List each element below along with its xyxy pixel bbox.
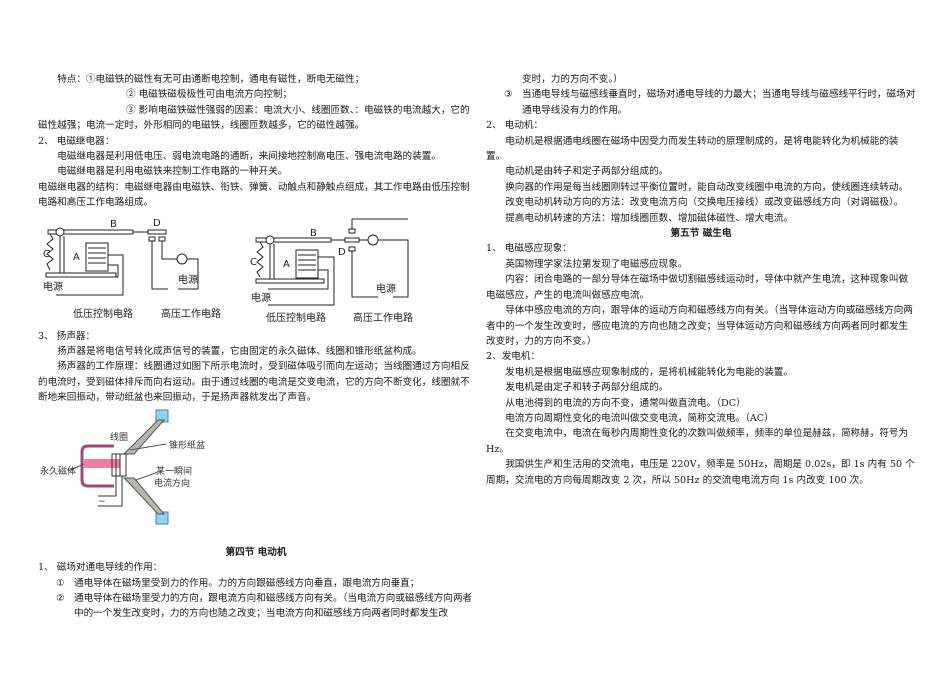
features-label: 特点： <box>57 74 86 85</box>
relay1-power-right: 电源 <box>178 273 198 286</box>
speaker-diagram-figure: 线圈 锥形纸盆 永久磁体 某一瞬间 电流方向 ~ <box>38 406 474 531</box>
generator-title: 2、发电机： <box>486 351 541 363</box>
relay-paragraph-3: 电磁继电器的结构：电磁继电器由电磁铁、衔铁、弹簧、动触点和静触点组成，其工作电路… <box>38 181 470 209</box>
relay2-label-c: C <box>250 257 257 268</box>
features-item-3: ③ 影响电磁铁磁性强弱的因素：电流大小、线圈匝数、：电磁铁的电流越大，它的磁性越… <box>38 104 470 132</box>
force-item-2: ② 通电导体在磁场里受力的方向，跟电流方向和磁感线方向有关。（当电流方向或磁感线… <box>56 592 473 620</box>
features-item-2: ② 电磁铁磁极极性可由电流方向控制； <box>126 89 293 101</box>
generator-paragraph-2: 发电机是由定子和转子两部分组成的。 <box>505 382 669 394</box>
force-item-2-continued: 变时，力的方向不变。） <box>522 74 623 85</box>
motor-paragraph-4: 改变电动机转动方向的方法：改变电流方向（交换电压接线）或改变磁感线方向（对调磁极… <box>505 197 904 209</box>
speaker-paragraph-1: 扬声器是将电信号转化成声信号的装置，它由固定的永久磁体、线圈和锥形纸盆构成。 <box>57 346 422 358</box>
induction-paragraph-3: 导体中感应电流的方向，跟导体的运动方向和磁感线方向有关。（当导体运动方向或磁感线… <box>486 305 913 347</box>
speaker-current-label-2: 电流方向 <box>154 477 190 489</box>
motor-paragraph-2: 电动机是由转子和定子两部分组成的。 <box>505 166 669 178</box>
generator-paragraph-3: 从电池得到的电流的方向不变，通常叫做直流电。（DC） <box>505 397 746 409</box>
induction-paragraph-1: 英国物理学家法拉第发现了电磁感应现象。 <box>505 258 688 270</box>
relay2-power-left: 电源 <box>251 291 271 304</box>
right-column: 变时，力的方向不变。） ③ 当通电导线与磁感线垂直时，磁场对通电导线的力最大；当… <box>486 72 916 488</box>
relay2-label-a: A <box>283 259 290 270</box>
force-on-wire-title: 1、 磁场对通电导线的作用： <box>38 562 163 574</box>
speaker-magnet-label: 永久磁体 <box>40 465 76 477</box>
force-item-3: ③ 当通电导线与磁感线垂直时，磁场对通电导线的力最大；当通电导线与磁感线平行时，… <box>504 89 916 116</box>
speaker-current-label-1: 某一瞬间 <box>156 465 192 477</box>
relay-title: 2、 电磁继电器： <box>38 135 115 147</box>
force-item-1: ① 通电导体在磁场里受到力的作用。力的方向跟磁感线方向垂直，跟电流方向垂直； <box>56 577 420 589</box>
relay1-label-c: C <box>43 249 50 260</box>
motor-paragraph-5: 提高电动机转速的方法：增加线圈匝数、增加磁体磁性、增大电流。 <box>505 212 793 224</box>
motor-paragraph-1: 电动机是根据通电线圈在磁场中因受力而发生转动的原理制成的，是将电能转化为机械能的… <box>486 135 899 163</box>
left-column: 特点：①电磁铁的磁性有无可由通断电控制，通电有磁性，断电无磁性； ② 电磁铁磁极… <box>38 72 474 622</box>
svg-text:~: ~ <box>98 497 106 507</box>
features-item-1: 特点：①电磁铁的磁性有无可由通断电控制，通电有磁性，断电无磁性； <box>57 74 365 85</box>
generator-paragraph-6: 我国供生产和生活用的交流电，电压是 220V，频率是 50Hz，周期是 0.02… <box>486 459 915 486</box>
induction-title: 1、 电磁感应现象： <box>486 243 572 255</box>
relay2-low-circuit-label: 低压控制电路 <box>266 311 326 324</box>
relay-paragraph-1: 电磁继电器是利用低电压、弱电流电路的通断，来间接地控制高电压、强电流电路的装置。 <box>57 151 441 163</box>
speaker-paragraph-2: 扬声器的工作原理：线圈通过如图下所示电流时，受到磁体吸引而向左运动；当线圈通过方… <box>38 361 470 404</box>
relay-diagram-figure: B D A C 电源 电源 低压控制电路 高压工作电路 <box>38 215 474 329</box>
relay2-label-d: D <box>338 247 346 258</box>
relay1-high-circuit-label: 高压工作电路 <box>161 307 221 320</box>
relay1-label-a: A <box>73 252 80 263</box>
speaker-coil-label: 线圈 <box>110 431 128 443</box>
generator-paragraph-1: 发电机是根据电磁感应现象制成的，是将机械能转化为电能的装置。 <box>505 366 793 378</box>
induction-paragraph-2: 内容：闭合电路的一部分导体在磁场中做切割磁感线运动时，导体中就产生电流，这种现象… <box>486 274 909 301</box>
relay1-low-circuit-label: 低压控制电路 <box>73 307 133 320</box>
relay2-power-right: 电源 <box>376 282 396 295</box>
generator-paragraph-5: 在交变电流中，电流在每秒内周期性变化的次数叫做频率，频率的单位是赫兹，简称赫，符… <box>486 428 909 455</box>
speaker-cone-label: 锥形纸盆 <box>169 439 205 451</box>
motor-paragraph-3: 换向器的作用是每当线圈刚转过平衡位置时，能自动改变线圈中电流的方向，使线圈连续转… <box>505 181 909 193</box>
relay2-label-b: B <box>310 228 317 239</box>
speaker-title: 3、 扬声器： <box>38 330 96 342</box>
relay1-label-d: D <box>153 218 161 229</box>
relay1-power-left: 电源 <box>43 280 63 293</box>
generator-paragraph-4: 电流方向周期性变化的电流叫做交变电流，简称交流电。（AC） <box>505 412 774 424</box>
motor-title: 2、 电动机： <box>486 120 544 132</box>
relay-paragraph-2: 电磁继电器是利用电磁铁来控制工作电路的一种开关。 <box>57 166 288 178</box>
section4-heading: 第四节 电动机 <box>225 546 287 558</box>
relay1-label-b: B <box>110 219 117 230</box>
relay2-high-circuit-label: 高压工作电路 <box>353 311 413 324</box>
speaker-diagram: 线圈 锥形纸盆 永久磁体 某一瞬间 电流方向 ~ <box>40 409 205 525</box>
section5-heading: 第五节 磁生电 <box>670 228 732 240</box>
relay-diagrams: B D A C 电源 电源 低压控制电路 高压工作电路 <box>43 218 413 324</box>
